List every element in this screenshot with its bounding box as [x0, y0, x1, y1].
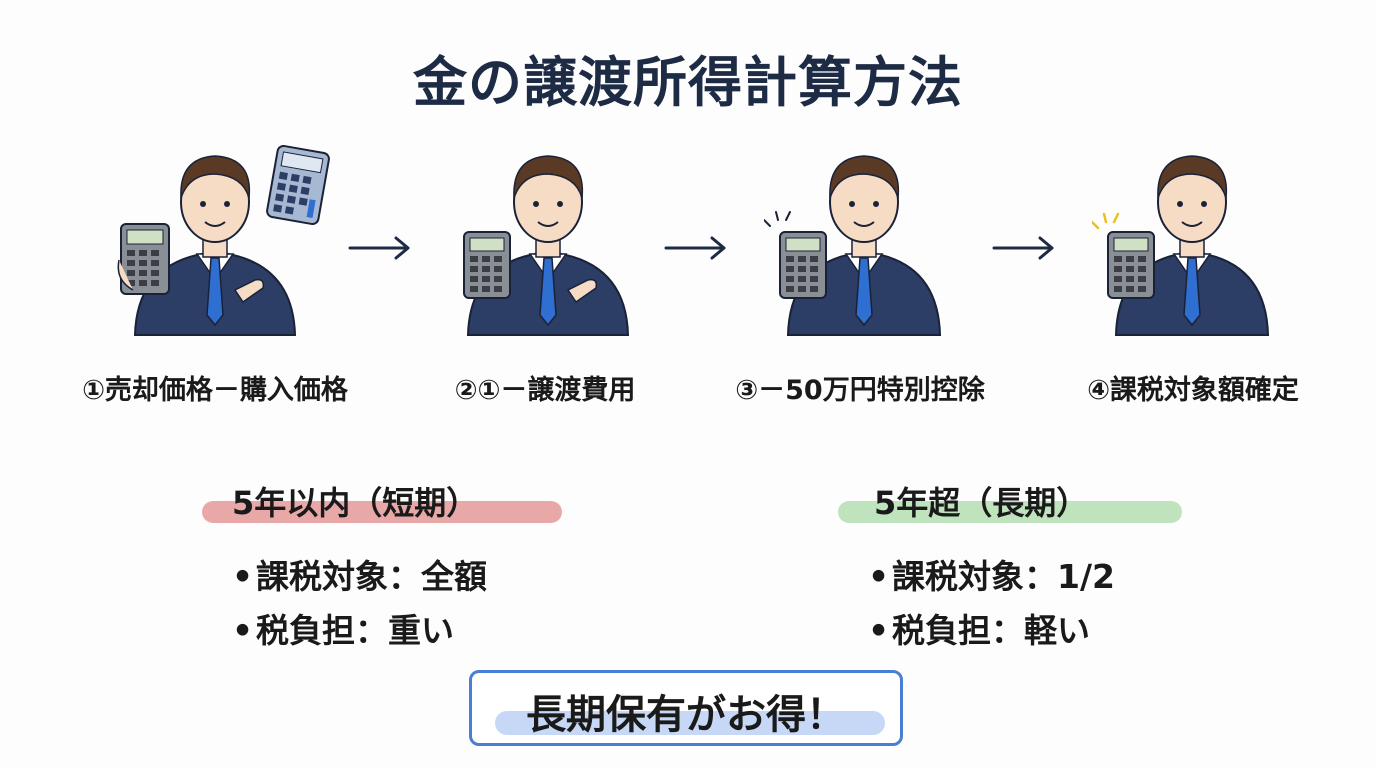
long-term-item: •税負担：軽い: [868, 611, 1090, 650]
calculator-icon: [117, 223, 170, 295]
calculator-icon: [463, 231, 511, 299]
short-term-item: •税負担：重い: [232, 611, 454, 650]
step3-label: ③－50万円特別控除: [735, 375, 985, 406]
step1-label: ①売却価格－購入価格: [82, 375, 348, 406]
sparkle-icon: [1090, 212, 1120, 230]
page-title: 金の譲渡所得計算方法: [413, 51, 963, 114]
floating-calculator-icon: [266, 144, 330, 226]
calculator-icon: [1107, 231, 1155, 299]
bullet-icon: •: [868, 611, 890, 650]
short-term-heading: 5年以内（短期）: [232, 484, 479, 522]
step3-businessman-icon: [763, 140, 964, 340]
bullet-icon: •: [868, 557, 890, 596]
arrow-right-icon: [992, 233, 1056, 263]
bullet-icon: •: [232, 611, 254, 650]
step2-label: ②①－譲渡費用: [454, 375, 636, 406]
long-term-heading: 5年超（長期）: [874, 484, 1089, 522]
short-term-highlight: [202, 501, 562, 523]
arrow-right-icon: [664, 233, 728, 263]
conclusion-highlight: [495, 711, 885, 735]
bullet-icon: •: [232, 557, 254, 596]
arrow-right-icon: [348, 233, 412, 263]
step4-label: ④課税対象額確定: [1087, 375, 1299, 406]
step4-businessman-icon: [1090, 140, 1292, 340]
short-term-item: •課税対象：全額: [232, 557, 487, 596]
step2-businessman-icon: [448, 140, 648, 340]
calculator-icon: [779, 231, 827, 299]
long-term-highlight: [838, 501, 1182, 523]
sparkle-icon: [763, 211, 791, 227]
step1-businessman-icon: [115, 140, 315, 340]
conclusion-text: 長期保有がお得！: [526, 692, 846, 738]
long-term-item: •課税対象：1/2: [868, 557, 1115, 596]
